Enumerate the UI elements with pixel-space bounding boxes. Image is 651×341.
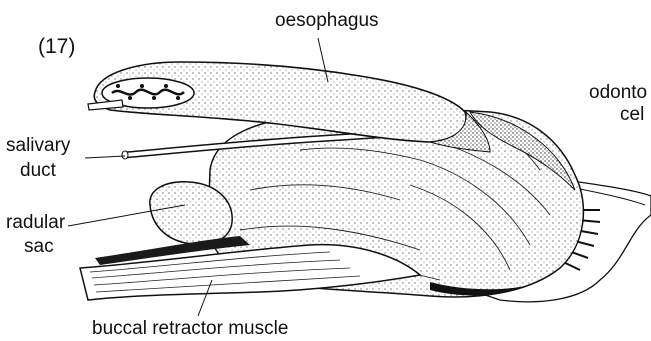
label-buccal-retractor-muscle: buccal retractor muscle bbox=[92, 318, 288, 340]
label-odonto-2: cel bbox=[620, 104, 644, 126]
figure-number: (17) bbox=[38, 36, 75, 58]
leader-salivary-duct bbox=[85, 156, 125, 158]
label-radular: radular bbox=[6, 212, 65, 234]
label-odonto: odonto bbox=[589, 82, 647, 104]
label-duct: duct bbox=[20, 160, 56, 182]
label-oesophagus: oesophagus bbox=[275, 10, 379, 32]
label-sac: sac bbox=[24, 236, 54, 258]
label-salivary: salivary bbox=[6, 135, 70, 157]
